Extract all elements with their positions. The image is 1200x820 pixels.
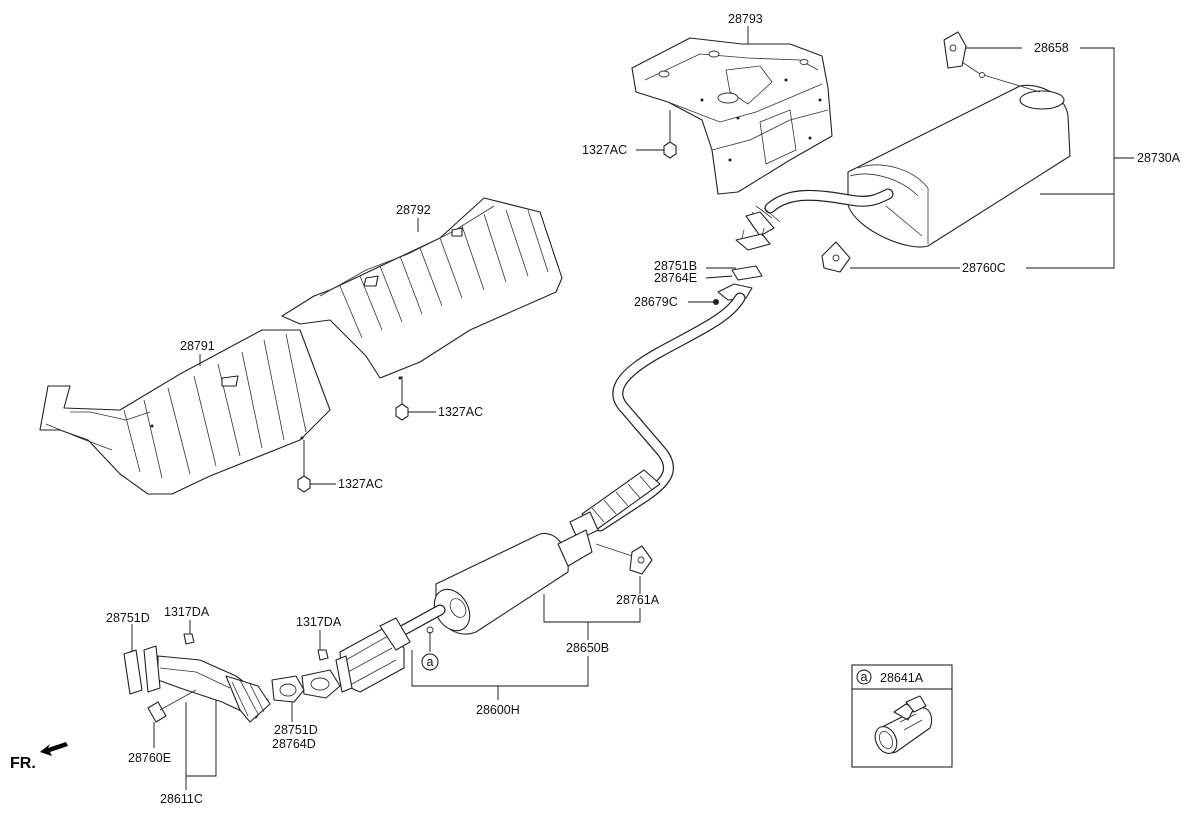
callout-a: a <box>421 653 439 671</box>
label-28679C: 28679C <box>634 295 678 309</box>
label-28793: 28793 <box>728 12 763 26</box>
heat-shield-28791 <box>39 329 331 495</box>
label-1327AC-left: 1327AC <box>338 477 383 491</box>
legend-callout-letter: a <box>861 670 868 684</box>
gasket-28764D <box>271 675 305 703</box>
label-28761A: 28761A <box>616 593 660 607</box>
rear-muffler-28730A <box>745 84 1071 248</box>
nut-1327AC-mid <box>395 403 409 421</box>
nut-1327AC-left <box>297 475 311 493</box>
hanger-rubber-28760C <box>821 241 851 273</box>
callout-a-letter: a <box>427 655 434 669</box>
label-28600H: 28600H <box>476 703 520 717</box>
front-direction-indicator: FR. <box>10 742 68 772</box>
label-1327AC-mid: 1327AC <box>438 405 483 419</box>
front-pipe-28611C <box>123 645 271 723</box>
label-1327AC-top: 1327AC <box>582 143 627 157</box>
label-28751D-left: 28751D <box>106 611 150 625</box>
nut-1327AC-top <box>663 141 677 159</box>
part-labels: 28793 28658 28730A 1327AC 28751B 28764E … <box>106 12 1181 806</box>
heat-shield-28793 <box>631 37 833 195</box>
legend-box-28641A: a 28641A <box>851 664 953 768</box>
nut-1317DA-right <box>317 649 329 661</box>
leader-lines <box>131 26 1134 790</box>
label-28764E: 28764E <box>654 271 697 285</box>
label-28650B: 28650B <box>566 641 609 655</box>
center-muffler-28650B <box>394 529 593 638</box>
label-28641A: 28641A <box>880 671 924 685</box>
label-1317DA-right: 1317DA <box>296 615 342 629</box>
fr-label: FR. <box>10 755 36 772</box>
center-pipe <box>569 292 746 575</box>
label-28792: 28792 <box>396 203 431 217</box>
heat-shield-28792 <box>281 197 563 380</box>
label-28760C: 28760C <box>962 261 1006 275</box>
label-28751B: 28751B <box>654 259 697 273</box>
gasket-28764E <box>731 265 763 281</box>
pipe-clamp-28641A <box>874 695 933 754</box>
label-28764D: 28764D <box>272 737 316 751</box>
hanger-rubber-28658 <box>943 31 1041 93</box>
gasket-28751B <box>735 227 771 251</box>
label-28730A: 28730A <box>1137 151 1181 165</box>
gasket-28751D-right <box>301 669 341 699</box>
label-28760E: 28760E <box>128 751 171 765</box>
nut-1317DA-left <box>183 633 195 645</box>
front-arrow-icon <box>40 742 68 756</box>
label-28791: 28791 <box>180 339 215 353</box>
label-28751D-right: 28751D <box>274 723 318 737</box>
label-1317DA-left: 1317DA <box>164 605 210 619</box>
label-28658: 28658 <box>1034 41 1069 55</box>
label-28611C: 28611C <box>160 792 203 806</box>
catalytic-converter <box>335 617 411 693</box>
